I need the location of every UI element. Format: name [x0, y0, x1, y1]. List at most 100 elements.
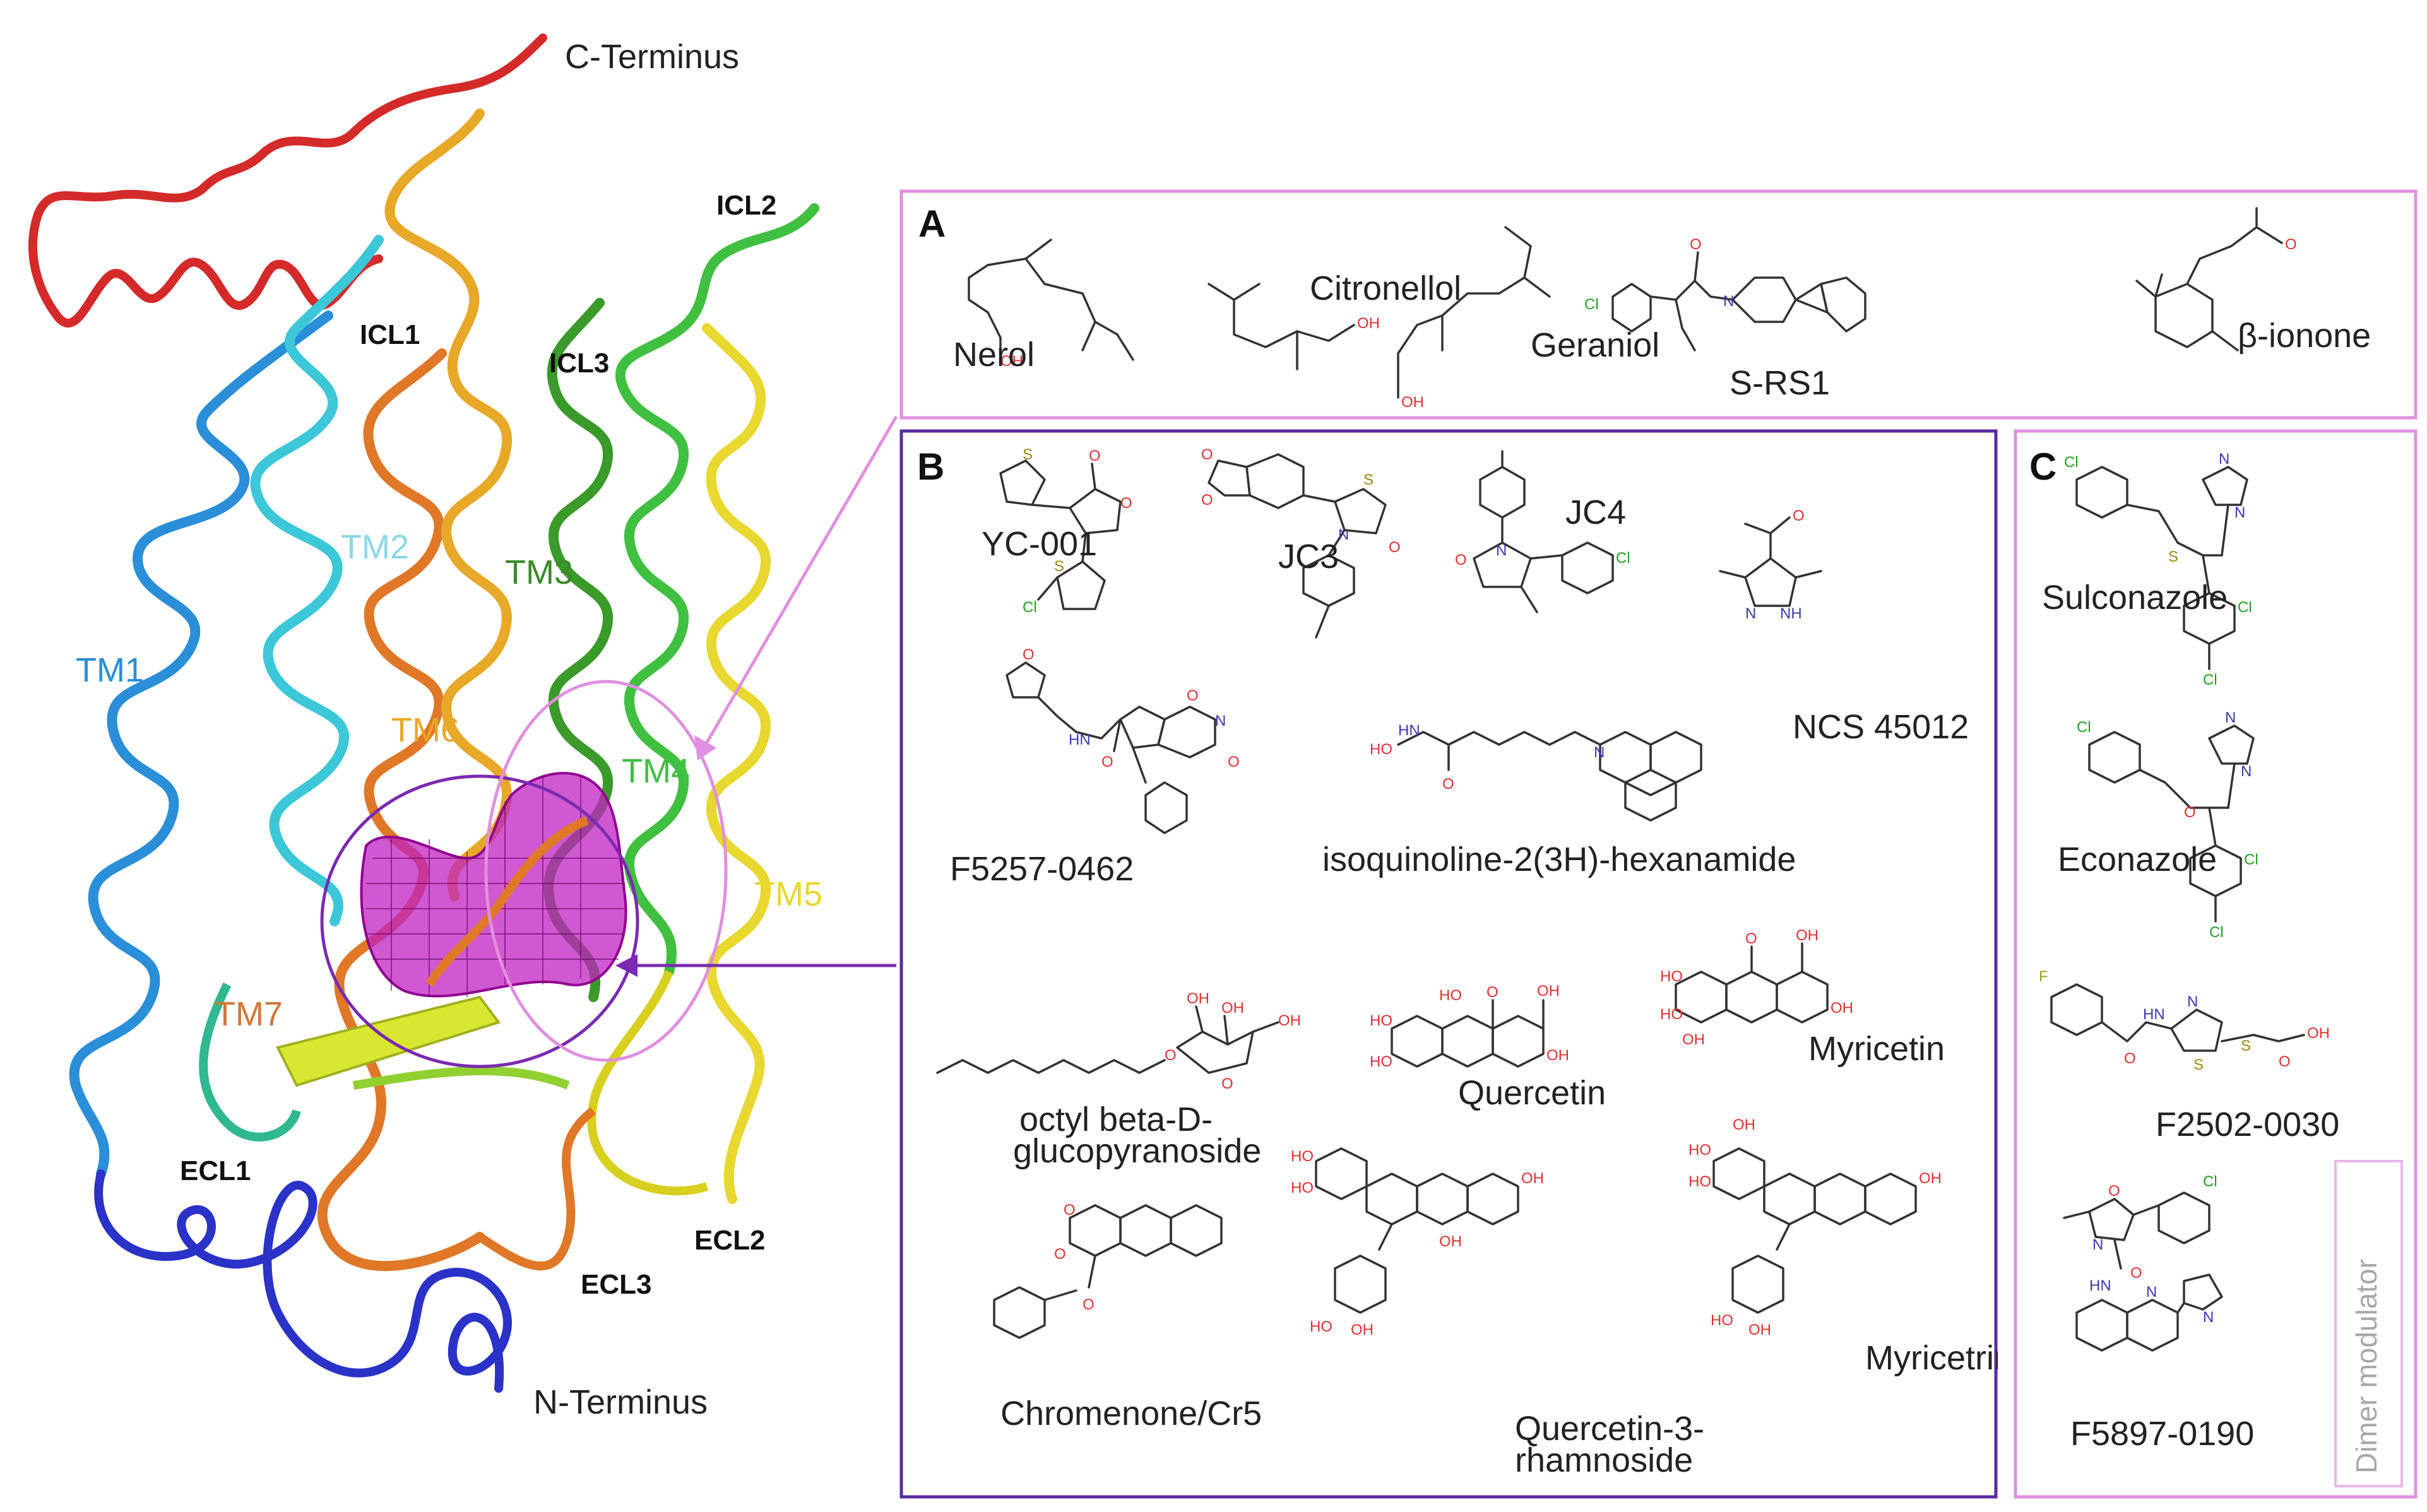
svg-text:N: N — [2146, 1284, 2157, 1301]
n-terminus-label: N-Terminus — [533, 1383, 708, 1421]
svg-text:OH: OH — [1401, 394, 1424, 411]
tm7-helix — [317, 348, 485, 1272]
svg-text:O: O — [1455, 552, 1467, 569]
quercetin-rhamnoside-label-2: rhamnoside — [1515, 1441, 1693, 1479]
svg-text:HO: HO — [1291, 1148, 1314, 1165]
svg-text:O: O — [1690, 236, 1702, 253]
svg-text:N: N — [1745, 605, 1756, 622]
svg-text:HN: HN — [1398, 722, 1420, 739]
svg-text:S: S — [2168, 548, 2178, 565]
econazole-label: Econazole — [2058, 841, 2217, 878]
svg-text:OH: OH — [1919, 1170, 1942, 1187]
arrow-to-panel-a — [702, 415, 898, 749]
svg-text:O: O — [1389, 539, 1401, 556]
svg-text:Cl: Cl — [2203, 1173, 2217, 1190]
svg-text:HN: HN — [1069, 731, 1091, 748]
jc3-structure: O O S N O — [1201, 446, 1401, 639]
svg-text:OH: OH — [1546, 1047, 1569, 1064]
panel-b-letter: B — [917, 446, 944, 488]
nerol-structure: OH — [968, 239, 1134, 370]
svg-text:O: O — [1442, 776, 1454, 793]
f5257-0462-structure: O HN O O N O — [1006, 646, 1240, 834]
f5897-0190-label: F5897-0190 — [2070, 1415, 2254, 1453]
tm1-label: TM1 — [76, 651, 144, 689]
svg-text:F: F — [2039, 968, 2048, 985]
svg-text:O: O — [2285, 236, 2297, 253]
svg-text:N: N — [2219, 451, 2229, 468]
svg-text:N: N — [1338, 526, 1349, 543]
svg-text:Cl: Cl — [1584, 296, 1599, 313]
svg-text:O: O — [2130, 1265, 2142, 1282]
svg-text:O: O — [1101, 753, 1113, 771]
jc4-structure: N O Cl — [1455, 450, 1630, 613]
f2502-0030-label: F2502-0030 — [2156, 1106, 2339, 1143]
octyl-glucoside-label-1: octyl beta-D- — [1019, 1101, 1213, 1138]
svg-text:N: N — [1723, 293, 1734, 310]
svg-text:O: O — [1486, 984, 1498, 1001]
svg-text:HO: HO — [1688, 1142, 1711, 1159]
pocket-circle-b — [320, 774, 639, 1068]
svg-text:O: O — [1745, 930, 1757, 947]
svg-text:Cl: Cl — [2244, 851, 2258, 868]
panel-c: C Cl S N N Cl Cl Sulconazole Cl O N N Cl… — [2014, 429, 2418, 1499]
svg-text:Cl: Cl — [2077, 719, 2091, 736]
svg-text:HO: HO — [1310, 1318, 1332, 1335]
jc4-label: JC4 — [1565, 493, 1626, 531]
yc-001-structure: S O O S Cl — [999, 446, 1132, 616]
svg-text:O: O — [1165, 1047, 1177, 1064]
svg-text:O: O — [2279, 1053, 2291, 1070]
svg-text:OH: OH — [1682, 1031, 1705, 1048]
isoquinoline-hexanamide-structure: HN HO O N — [1370, 722, 1702, 822]
svg-text:O: O — [1054, 1246, 1066, 1263]
binding-pocket-mesh — [360, 772, 627, 998]
myricetin-structure: HO HO OH O OH OH — [1660, 927, 1853, 1048]
svg-text:O: O — [1064, 1202, 1076, 1219]
svg-text:S: S — [2193, 1056, 2204, 1073]
n-terminus-ribbon — [94, 1169, 512, 1393]
tm6-label: TM6 — [391, 711, 460, 749]
c-terminus-label: C-Terminus — [565, 38, 739, 76]
svg-text:HN: HN — [2089, 1277, 2111, 1294]
svg-text:Cl: Cl — [2238, 599, 2252, 616]
svg-text:OH: OH — [1831, 1000, 1853, 1017]
svg-text:O: O — [1120, 495, 1132, 512]
svg-text:OH: OH — [1221, 1000, 1244, 1017]
chromenone-label: Chromenone/Cr5 — [1000, 1395, 1262, 1432]
tm4-label: TM4 — [622, 752, 690, 790]
dimer-modulator-label: Dimer modulator — [2350, 1259, 2383, 1474]
ecl2-label: ECL2 — [694, 1225, 765, 1256]
pocket-circle-a — [484, 680, 728, 1062]
svg-text:Cl: Cl — [1616, 550, 1630, 567]
svg-text:HO: HO — [1439, 987, 1462, 1004]
svg-text:OH: OH — [1439, 1233, 1462, 1250]
svg-text:NH: NH — [1780, 605, 1802, 622]
beta-ionone-label: β-ionone — [2238, 317, 2371, 355]
svg-text:HO: HO — [1660, 1006, 1683, 1023]
svg-text:O: O — [1023, 646, 1035, 663]
quercetin-rhamnoside-structure: HO HO OH OH HO OH — [1291, 1147, 1544, 1338]
svg-text:Cl: Cl — [2064, 454, 2079, 471]
svg-text:OH: OH — [1351, 1321, 1374, 1338]
icl2-label: ICL2 — [716, 190, 776, 221]
svg-text:OH: OH — [1521, 1170, 1544, 1187]
svg-text:O: O — [1793, 507, 1805, 524]
ecl1-loop — [199, 982, 301, 1142]
myricetrin-structure: HO HO OH OH HO OH — [1688, 1116, 1942, 1338]
svg-text:OH: OH — [1796, 927, 1819, 944]
svg-text:HN: HN — [2143, 1006, 2165, 1023]
svg-text:S: S — [1363, 471, 1374, 488]
svg-text:HO: HO — [1660, 968, 1683, 985]
svg-text:Cl: Cl — [1023, 599, 1037, 616]
svg-text:N: N — [2234, 504, 2245, 521]
svg-text:O: O — [1187, 687, 1199, 704]
quercetin-rhamnoside-label-1: Quercetin-3- — [1515, 1410, 1704, 1448]
svg-text:Cl: Cl — [2209, 924, 2224, 941]
geraniol-label: Geraniol — [1531, 326, 1659, 364]
tm4-helix — [615, 203, 819, 977]
svg-text:O: O — [1083, 1296, 1095, 1313]
arrow-head-b — [615, 954, 638, 977]
myricetin-label: Myricetin — [1808, 1030, 1945, 1068]
svg-text:HO: HO — [1711, 1312, 1733, 1329]
isoquinoline-hexanamide-label: isoquinoline-2(3H)-hexanamide — [1322, 841, 1796, 878]
ecl1-label: ECL1 — [180, 1155, 251, 1186]
